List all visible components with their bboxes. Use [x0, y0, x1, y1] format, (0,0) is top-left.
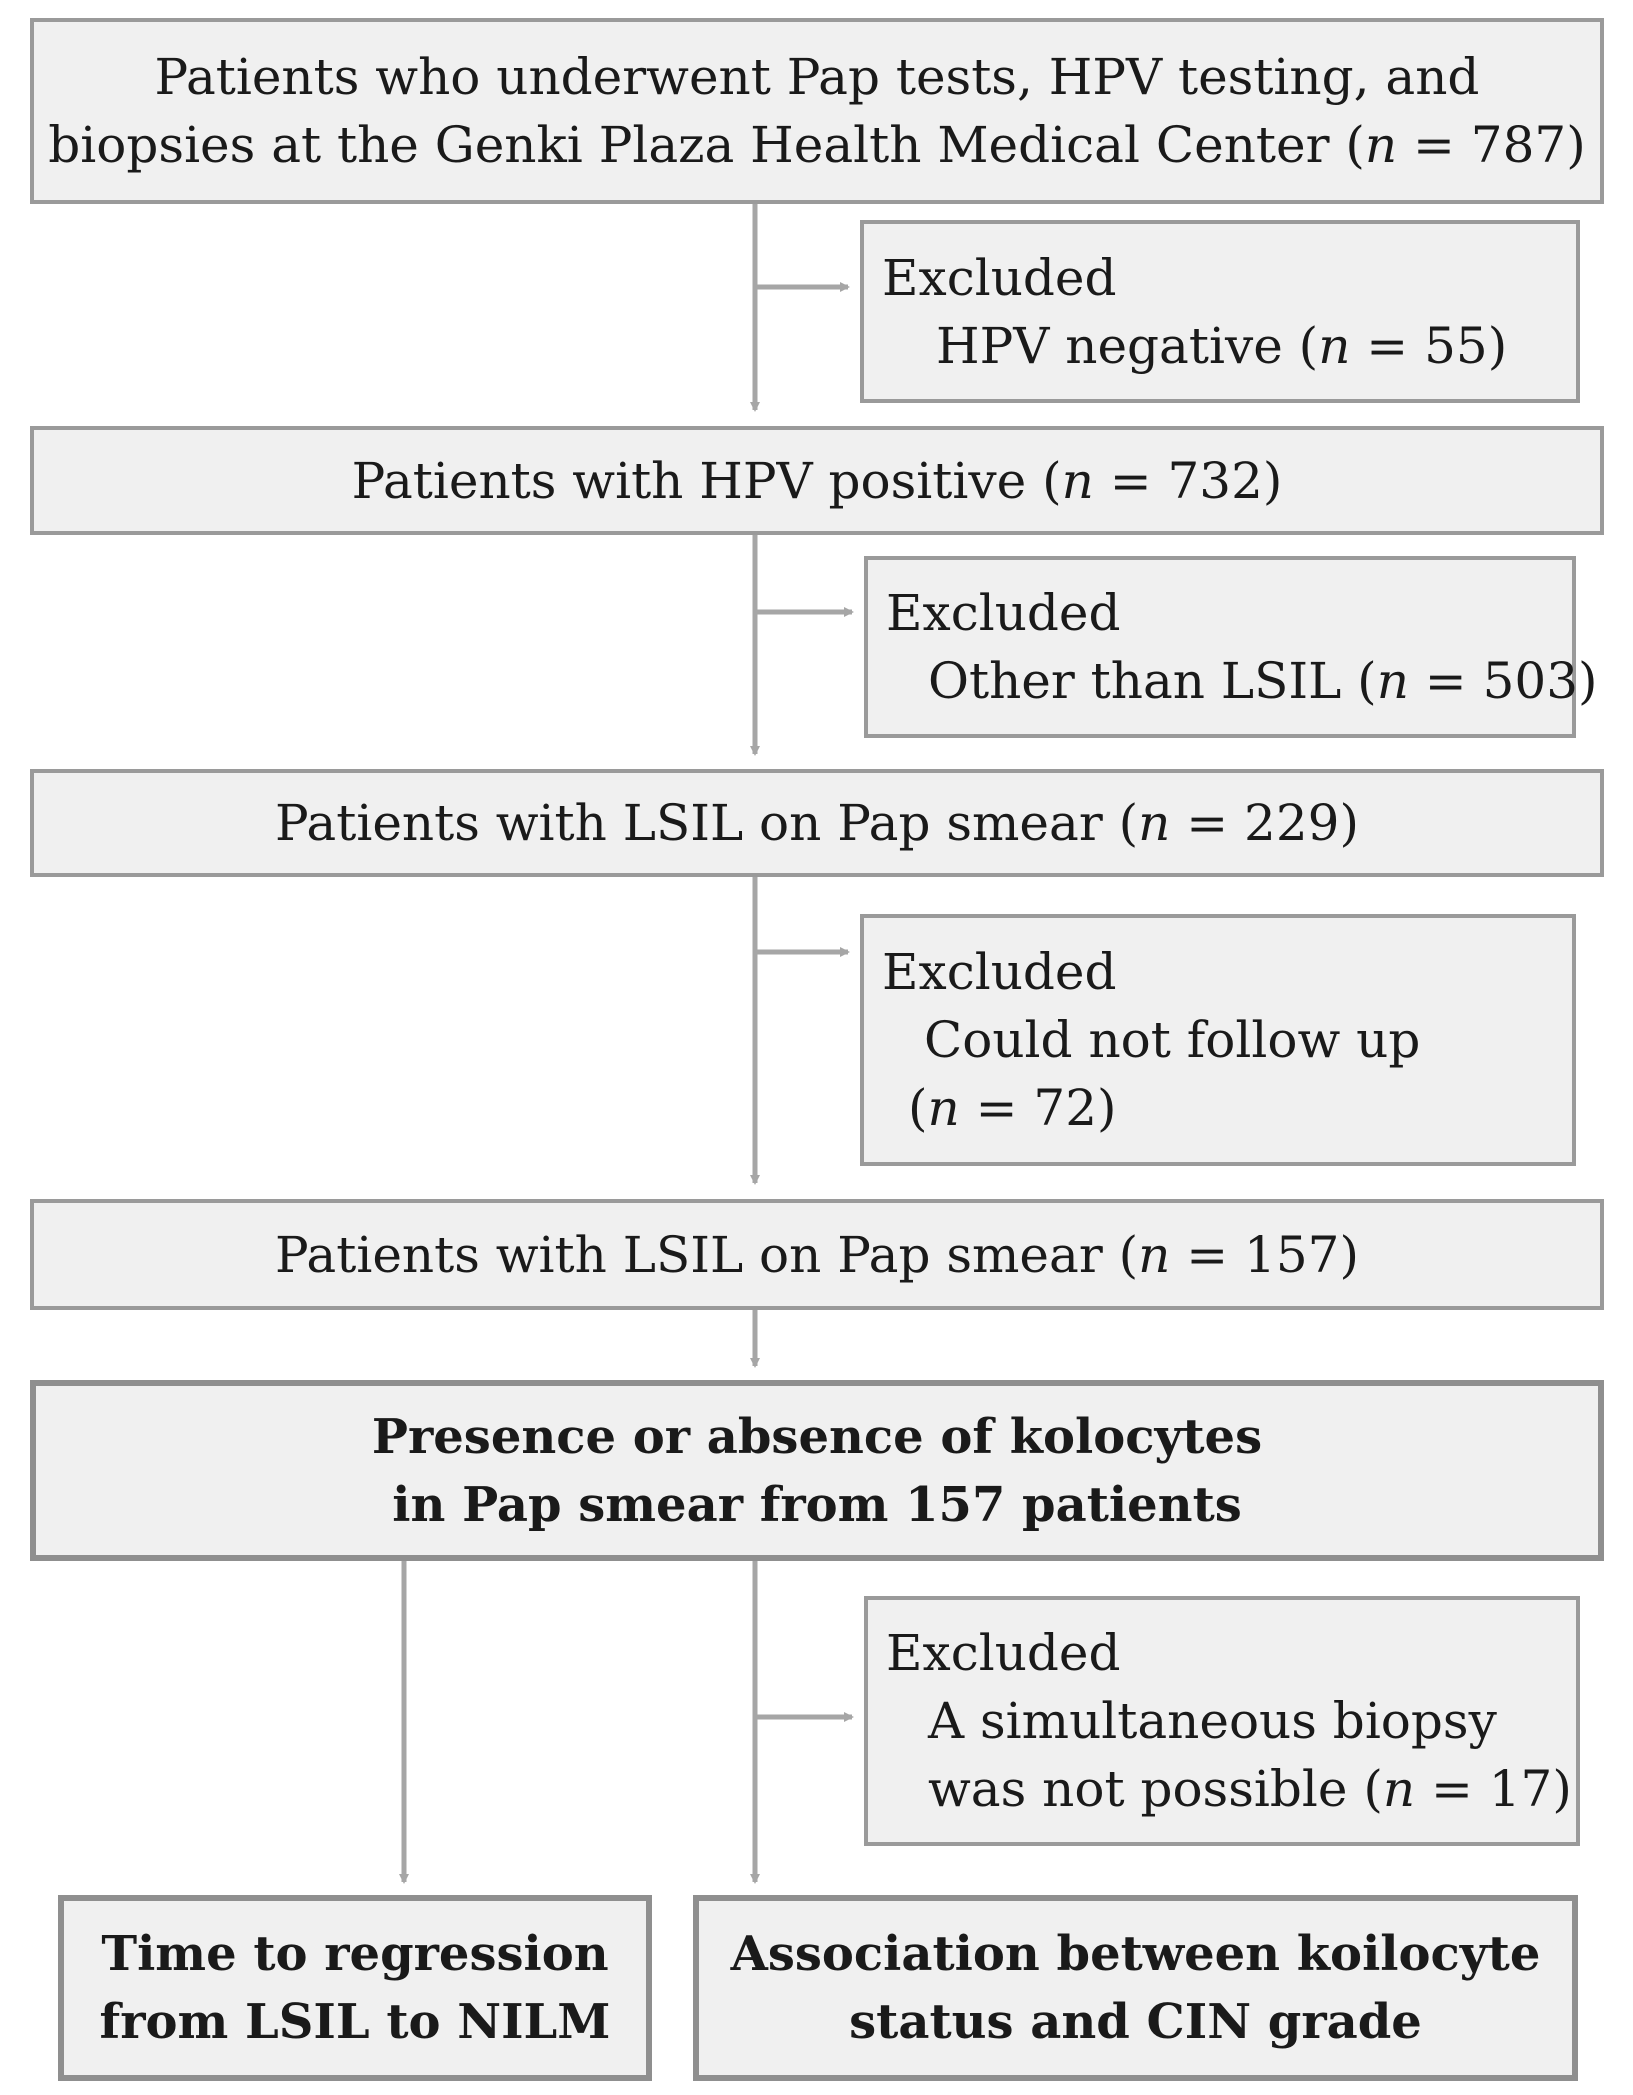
box-koilocytes-presence: Presence or absence of kolocytes in Pap …: [30, 1380, 1604, 1561]
excluded-no-biopsy-count: was not possible (n = 17): [928, 1760, 1572, 1818]
excluded-heading: Excluded: [882, 943, 1117, 1001]
excluded-no-follow-up-count: (n = 72): [908, 1079, 1117, 1137]
excluded-no-biopsy: Excluded A simultaneous biopsy was not p…: [864, 1596, 1580, 1846]
excluded-heading: Excluded: [882, 248, 1117, 307]
box-start-population: Patients who underwent Pap tests, HPV te…: [30, 18, 1604, 204]
excluded-other-than-lsil: Excluded Other than LSIL (n = 503): [864, 556, 1598, 738]
start-line-1: Patients who underwent Pap tests, HPV te…: [154, 48, 1480, 106]
koilocytes-line-2: in Pap smear from 157 patients: [392, 1476, 1242, 1533]
box-hpv-positive: Patients with HPV positive (n = 732): [30, 426, 1604, 535]
excluded-no-biopsy-reason: A simultaneous biopsy: [928, 1692, 1497, 1750]
excluded-no-follow-up: Excluded Could not follow up (n = 72): [860, 914, 1576, 1166]
association-line-1: Association between koilocyte: [730, 1926, 1541, 1982]
lsil-229-label: Patients with LSIL on Pap smear (n = 229…: [275, 794, 1359, 852]
lsil-157-label: Patients with LSIL on Pap smear (n = 157…: [275, 1225, 1359, 1284]
association-line-2: status and CIN grade: [849, 1994, 1422, 2050]
excluded-hpv-negative: Excluded HPV negative (n = 55): [860, 220, 1580, 403]
box-lsil-229: Patients with LSIL on Pap smear (n = 229…: [30, 769, 1604, 877]
excluded-no-follow-up-reason: Could not follow up: [924, 1011, 1421, 1069]
excluded-hpv-negative-reason: HPV negative (n = 55): [936, 316, 1508, 375]
box-koilocyte-cin-association: Association between koilocyte status and…: [693, 1895, 1578, 2081]
koilocytes-line-1: Presence or absence of kolocytes: [371, 1408, 1263, 1465]
excluded-other-than-lsil-reason: Other than LSIL (n = 503): [928, 652, 1598, 710]
excluded-heading: Excluded: [886, 1624, 1121, 1682]
box-time-to-regression: Time to regression from LSIL to NILM: [58, 1895, 652, 2081]
regression-line-1: Time to regression: [101, 1926, 609, 1982]
start-line-2: biopsies at the Genki Plaza Health Medic…: [48, 116, 1586, 174]
box-lsil-157: Patients with LSIL on Pap smear (n = 157…: [30, 1199, 1604, 1310]
regression-line-2: from LSIL to NILM: [99, 1994, 611, 2050]
excluded-heading: Excluded: [886, 584, 1121, 642]
hpv-positive-label: Patients with HPV positive (n = 732): [351, 451, 1283, 510]
